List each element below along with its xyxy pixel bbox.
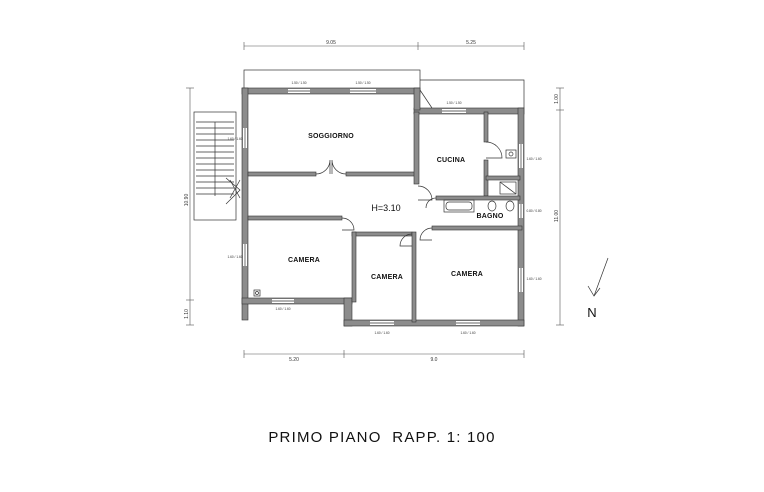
window-label-soggiorno-top-b: 1.50 / 1.50 [355,81,370,85]
window-label-camera-right-bottom: 1.60 / 1.60 [460,331,475,335]
window-label-camera-left-bottom: 1.60 / 1.60 [275,307,290,311]
window-label-cucina-top: 1.50 / 1.50 [446,101,461,105]
window-label-bagno-right: 0.80 / 0.80 [526,209,541,213]
dim-top-left: 9.05 [326,40,336,46]
ceiling-height-label: H=3.10 [371,203,400,213]
doors [315,141,503,247]
room-label-soggiorno: SOGGIORNO [308,133,354,140]
north-label: N [587,305,596,320]
room-label-camera-left: CAMERA [288,257,320,264]
drawing-title: PRIMO PIANO RAPP. 1: 100 [268,429,495,446]
dim-top-right: 5.25 [466,40,476,46]
window-label-camera-mid-bottom: 1.60 / 1.60 [374,331,389,335]
room-label-bagno: BAGNO [476,213,503,220]
dim-bottom-left: 5.20 [289,357,299,363]
dimension-lines [186,42,564,358]
room-label-cucina: CUCINA [437,157,465,164]
north-arrow: N [587,257,609,320]
dim-left-main: 10.90 [184,194,190,207]
dim-left-small: 1.10 [184,309,190,319]
staircase [193,111,241,221]
dim-right-main: 11.00 [554,210,560,222]
room-label-camera-middle: CAMERA [371,274,403,281]
windows [244,90,522,324]
dim-bottom-right: 9.0 [431,357,438,363]
dim-right-top: 1.00 [554,94,560,104]
room-label-camera-right: CAMERA [451,271,483,278]
window-label-camera-left-side: 1.60 / 1.60 [227,255,242,259]
window-label-soggiorno-top-a: 1.50 / 1.50 [291,81,306,85]
window-label-camera-right-side: 1.60 / 1.60 [526,277,541,281]
window-label-cucina-right: 1.60 / 1.60 [526,157,541,161]
fixtures [253,149,517,297]
window-label-soggiorno-left: 1.60 / 1.60 [227,137,242,141]
